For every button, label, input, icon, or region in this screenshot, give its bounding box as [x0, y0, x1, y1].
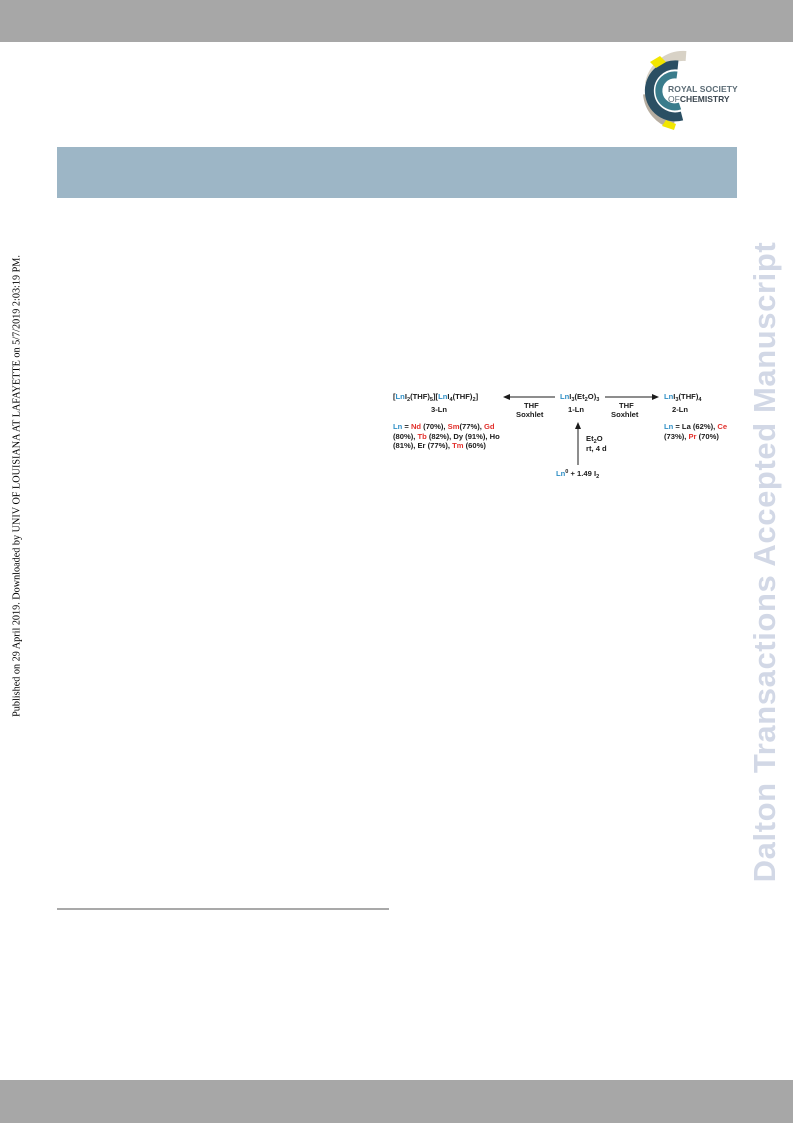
left-arrow-method: Soxhlet	[516, 410, 544, 419]
left-product-label: 3-Ln	[431, 405, 448, 414]
right-product-formula: LnI3(THF)4	[664, 392, 702, 403]
right-arrow-solvent: THF	[619, 401, 634, 410]
scheme-arrows	[503, 394, 659, 465]
logo-text: ROYAL SOCIETY OFCHEMISTRY	[668, 84, 738, 104]
reactants: Ln0 + 1.49 I2	[556, 469, 600, 480]
logo-line2-prefix: OF	[668, 94, 680, 104]
center-formula: LnI3(Et2O)3	[560, 392, 600, 403]
right-product-label: 2-Ln	[672, 405, 689, 414]
reaction-scheme: [LnI2(THF)5][LnI4(THF)2] 3-Ln LnI3(Et2O)…	[390, 385, 735, 485]
logo-line2: OFCHEMISTRY	[668, 94, 738, 104]
up-arrow-conditions: rt, 4 d	[586, 444, 607, 453]
top-bar	[0, 0, 793, 42]
up-arrow-solvent: Et2O	[586, 434, 603, 445]
logo-line2-bold: CHEMISTRY	[679, 94, 730, 104]
bottom-bar	[0, 1080, 793, 1123]
footnote-separator	[57, 908, 389, 910]
publication-side-note: Published on 29 April 2019. Downloaded b…	[11, 255, 23, 717]
right-arrow-method: Soxhlet	[611, 410, 639, 419]
left-product-formula: [LnI2(THF)5][LnI4(THF)2]	[393, 392, 479, 403]
accepted-manuscript-watermark: Dalton Transactions Accepted Manuscript	[747, 241, 782, 883]
left-arrow-solvent: THF	[524, 401, 539, 410]
left-yield-list: Ln = Nd (70%), Sm(77%), Gd (80%), Tb (82…	[393, 422, 500, 451]
royal-society-of-chemistry-logo	[643, 50, 687, 130]
article-header-banner	[57, 147, 737, 198]
right-yield-list: Ln = La (62%), Ce (73%), Pr (70%)	[664, 422, 728, 441]
center-label: 1-Ln	[568, 405, 585, 414]
logo-line1: ROYAL SOCIETY	[668, 84, 738, 94]
